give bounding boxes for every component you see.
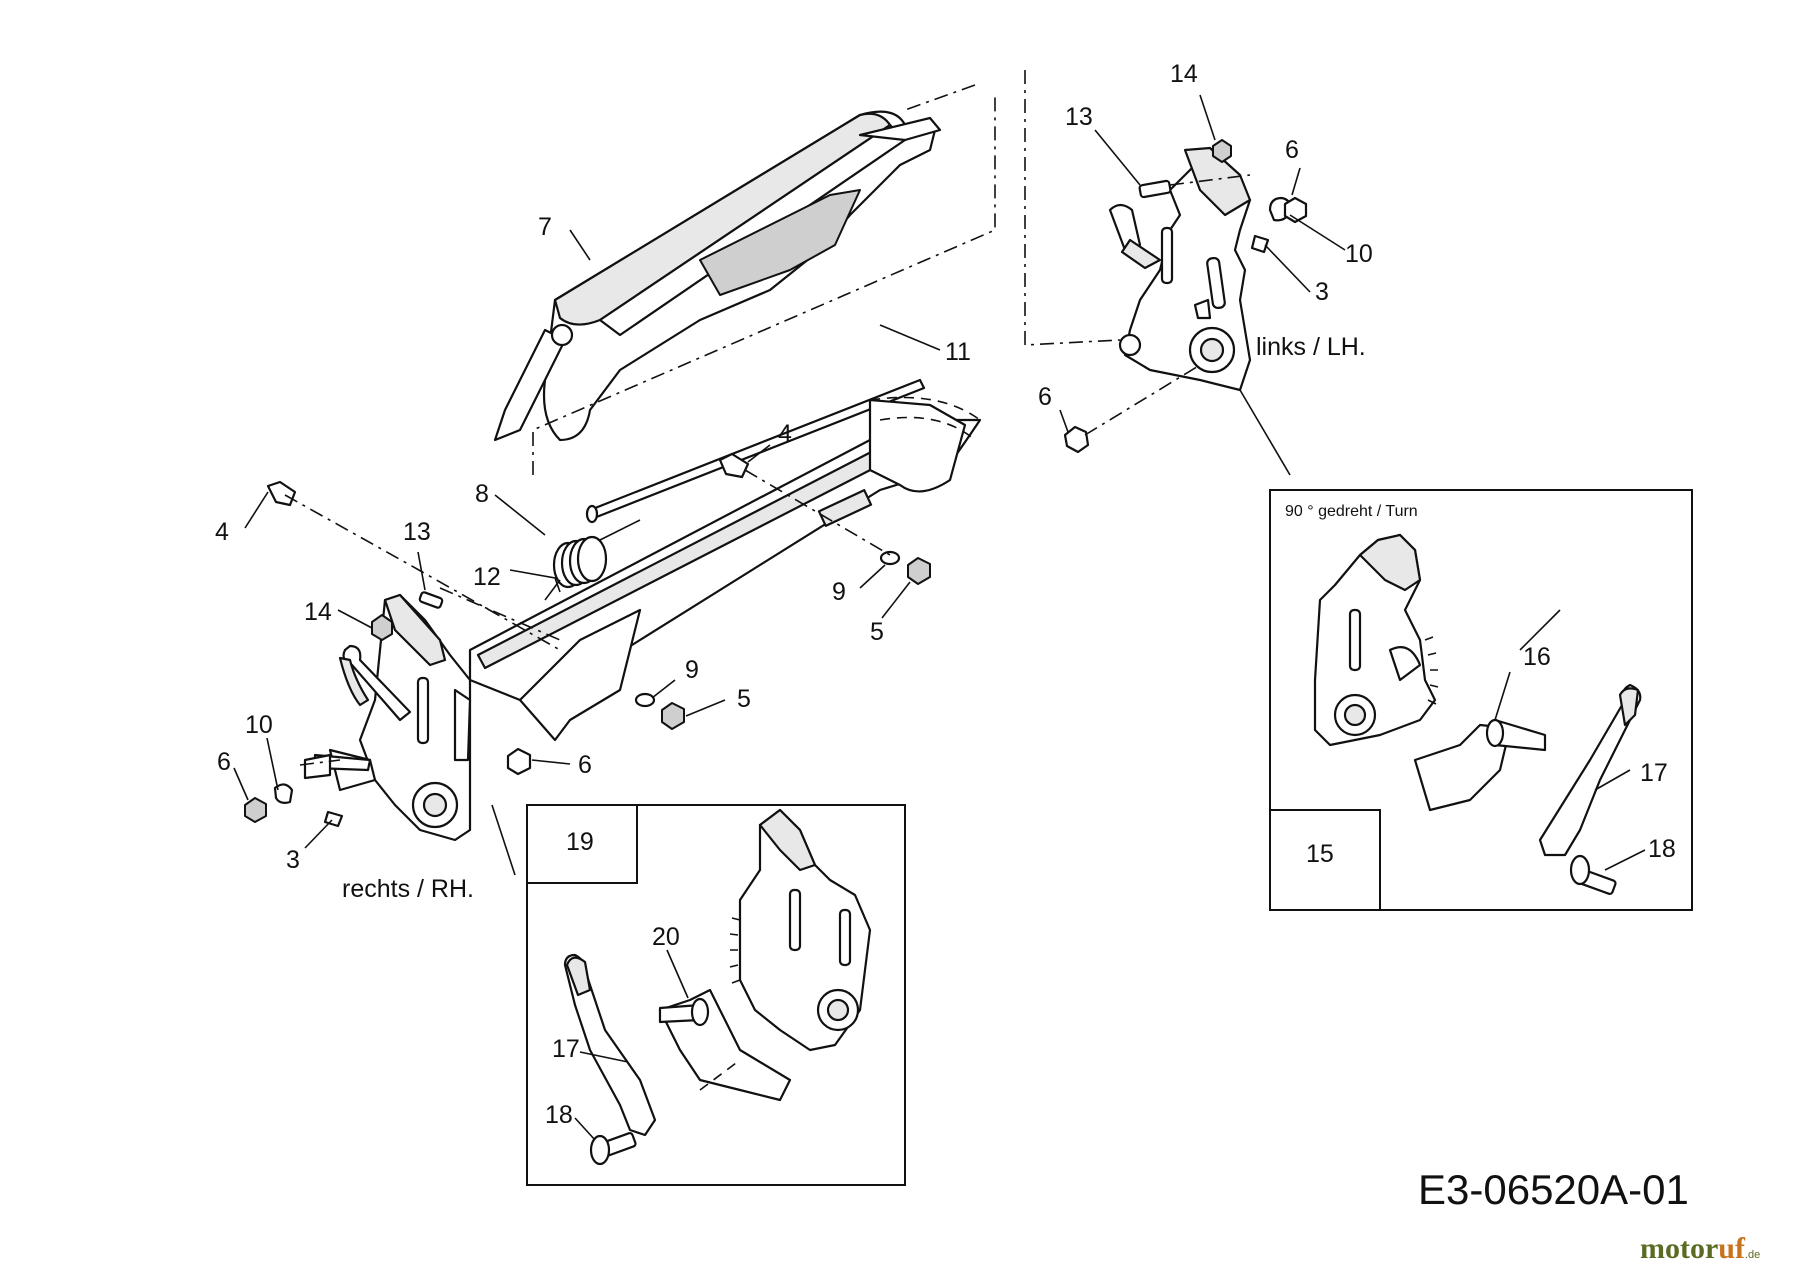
- callout-4: 4: [215, 518, 229, 546]
- lh-note: links / LH.: [1256, 333, 1366, 361]
- hw-bolts-center: [266, 452, 931, 730]
- callout-leaders: [233, 94, 1646, 1141]
- callout-5: 5: [737, 685, 751, 713]
- callout-7: 7: [538, 213, 552, 241]
- callout-17: 17: [1640, 759, 1668, 787]
- logo-part-1: motor: [1640, 1232, 1718, 1265]
- rh-note: rechts / RH.: [342, 875, 474, 903]
- callout-11: 11: [945, 338, 971, 366]
- logo-suffix: .de: [1745, 1249, 1760, 1261]
- callout-13: 13: [403, 518, 431, 546]
- callout-6: 6: [217, 748, 231, 776]
- callout-6: 6: [578, 751, 592, 779]
- callout-6: 6: [1038, 383, 1052, 411]
- callout-labels: 14 13 6 10 3 7 11 6 4 8 4 13 12 9 5 14 9…: [215, 60, 1676, 1129]
- callout-9: 9: [685, 656, 699, 684]
- rod-part-11: [585, 378, 926, 524]
- callout-3: 3: [1315, 278, 1329, 306]
- rh-bracket-assembly: [303, 591, 472, 842]
- turn-note: 90 ° gedreht / Turn: [1285, 503, 1418, 520]
- diagram-code: E3-06520A-01: [1418, 1166, 1689, 1213]
- callout-8: 8: [475, 480, 489, 508]
- callout-16: 16: [1523, 643, 1551, 671]
- hw-rh: [244, 747, 532, 828]
- detail-box-19: [526, 804, 906, 1186]
- callout-14: 14: [1170, 60, 1198, 88]
- logo-part-2: uf: [1718, 1232, 1746, 1265]
- callout-3: 3: [286, 846, 300, 874]
- callout-4: 4: [778, 420, 792, 448]
- callout-13: 13: [1065, 103, 1093, 131]
- spring-part-8: [544, 519, 641, 601]
- box-19-label: 19: [566, 828, 594, 856]
- callout-9: 9: [832, 578, 846, 606]
- callout-20: 20: [652, 923, 680, 951]
- motoruf-logo: motoruf.de: [1640, 1232, 1760, 1265]
- lh-bracket-assembly: [1108, 146, 1252, 392]
- seat-frame-part-12: [468, 396, 982, 742]
- callout-5: 5: [870, 618, 884, 646]
- callout-6: 6: [1285, 136, 1299, 164]
- callout-18: 18: [1648, 835, 1676, 863]
- callout-10: 10: [1345, 240, 1373, 268]
- callout-10: 10: [245, 711, 273, 739]
- callout-12: 12: [473, 563, 501, 591]
- turn-detail-box: [1269, 489, 1693, 911]
- callout-14: 14: [304, 598, 332, 626]
- callout-18: 18: [545, 1101, 573, 1129]
- box-15-label: 15: [1306, 840, 1334, 868]
- seat-part-7: [493, 110, 942, 442]
- svg-text:motoruf.de: motoruf.de: [1640, 1232, 1760, 1265]
- callout-17: 17: [552, 1035, 580, 1063]
- assembly-lines: [284, 70, 1251, 766]
